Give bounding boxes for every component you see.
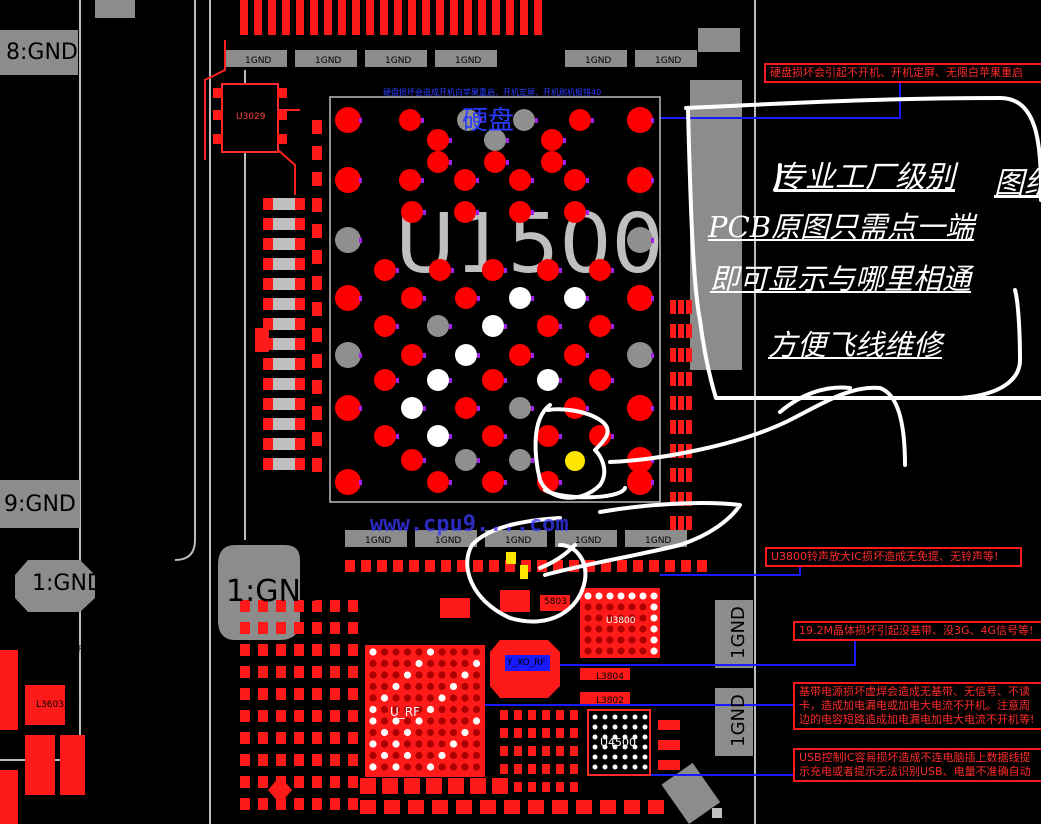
small-gnd-pad bbox=[635, 50, 697, 67]
small-gnd-pad bbox=[555, 530, 617, 547]
u-rf-chip[interactable] bbox=[365, 645, 485, 777]
u3029-component[interactable] bbox=[213, 83, 287, 153]
u3029-label: U3029 bbox=[236, 112, 266, 122]
y-xo-crystal[interactable] bbox=[490, 640, 560, 698]
annotation-storage: 硬盘损坏会引起不开机、开机定屏、无限白苹果重启 bbox=[764, 63, 1041, 83]
bga-ball-grid bbox=[335, 107, 654, 495]
u4500-chip[interactable] bbox=[587, 709, 651, 776]
small-gnd-pad bbox=[345, 530, 407, 547]
handwriting-line-1b: 图纸 bbox=[994, 166, 1041, 201]
handwriting-line-1: 专业工厂级别 bbox=[775, 160, 955, 195]
c1317-label: C1317 bbox=[556, 22, 586, 32]
l3603-label: L3603_RF bbox=[36, 700, 80, 710]
u-rf-label: U_RF bbox=[390, 705, 421, 719]
small-gnd-pad bbox=[365, 50, 427, 67]
annotation-u3800: U3800铃声放大IC损坏造成无免提、无铃声等! bbox=[765, 547, 1022, 567]
small-gnd-pad bbox=[295, 50, 357, 67]
gnd-pads bbox=[0, 0, 753, 824]
gnd-label-1-center: 1:GND bbox=[226, 574, 324, 609]
svg-text:1GND: 1GND bbox=[435, 536, 461, 546]
handwriting-line-3: 即可显示与哪里相通 bbox=[710, 262, 972, 296]
small-gnd-pad bbox=[225, 50, 287, 67]
svg-text:1GND: 1GND bbox=[385, 56, 411, 66]
gnd-label-8: 8:GND bbox=[6, 40, 78, 65]
u3800-label: U3800 bbox=[606, 616, 636, 626]
l3804-label: L3804 bbox=[596, 672, 624, 682]
gnd-label-9: 9:GND bbox=[4, 492, 76, 517]
handwritten-marks bbox=[465, 96, 1041, 624]
small-gnd-pad bbox=[435, 50, 497, 67]
r3817-label: 3817_RF bbox=[44, 645, 83, 655]
left-passives bbox=[0, 0, 692, 824]
watermark: www.cpu9....com bbox=[370, 512, 569, 537]
r2240-label: 2240 bbox=[598, 0, 621, 10]
c3803-label: 5803 bbox=[544, 597, 567, 607]
svg-text:1GND: 1GND bbox=[315, 56, 341, 66]
svg-text:1GND: 1GND bbox=[245, 56, 271, 66]
y-xo-label: Y_XO_RF bbox=[507, 658, 546, 668]
svg-text:1GND: 1GND bbox=[575, 536, 601, 546]
u1500-chip[interactable]: U1500 bbox=[329, 96, 664, 503]
small-gnd-pad bbox=[485, 530, 547, 547]
svg-text:1GND: 1GND bbox=[365, 536, 391, 546]
l3802-label: L3802 bbox=[596, 696, 624, 706]
svg-text:1GND: 1GND bbox=[585, 56, 611, 66]
annotation-crystal: 19.2M晶体损坏引起没基带、没3G、4G信号等! bbox=[793, 621, 1041, 641]
selected-point[interactable] bbox=[565, 451, 585, 471]
gnd-label-1-left: 1:GND bbox=[32, 571, 104, 596]
u4500-label: U4500 bbox=[600, 736, 637, 749]
small-gnd-pad bbox=[415, 530, 477, 547]
gnd-label-right-2: 1GND bbox=[727, 694, 749, 747]
annotation-baseband-power: 基带电源损坏虚焊会造成无基带、无信号、不读卡，造成加电漏电或加电大电流不开机。注… bbox=[793, 682, 1041, 730]
handwriting-line-2: PCB原图只需点一端 bbox=[708, 210, 975, 244]
svg-text:1GND: 1GND bbox=[455, 56, 481, 66]
small-gnd-pad bbox=[565, 50, 627, 67]
small-gnd-pad bbox=[625, 530, 687, 547]
handwriting-line-4: 方便飞线维修 bbox=[768, 328, 943, 362]
svg-text:1GND: 1GND bbox=[655, 56, 681, 66]
gnd-label-right-1: 1GND bbox=[727, 606, 749, 659]
blue-traces bbox=[480, 80, 901, 776]
chip-top-note: 硬盘损坏会造成开机白苹果重启、开机定屏、开机刷机报错40 bbox=[383, 88, 602, 97]
small-gnd-pad-row: 1GND 1GND 1GND 1GND 1GND 1GND 1GND 1GND 1GND 1GND… bbox=[225, 50, 697, 547]
chip-name-cn: 硬盘 bbox=[462, 106, 515, 136]
svg-text:1GND: 1GND bbox=[505, 536, 531, 546]
svg-text:1GND: 1GND bbox=[645, 536, 671, 546]
u3800-chip[interactable] bbox=[580, 588, 660, 658]
annotation-usb: USB控制IC容易损坏造成不连电脑插上数据线提示充电或者提示无法识别USB、电量… bbox=[793, 748, 1041, 782]
